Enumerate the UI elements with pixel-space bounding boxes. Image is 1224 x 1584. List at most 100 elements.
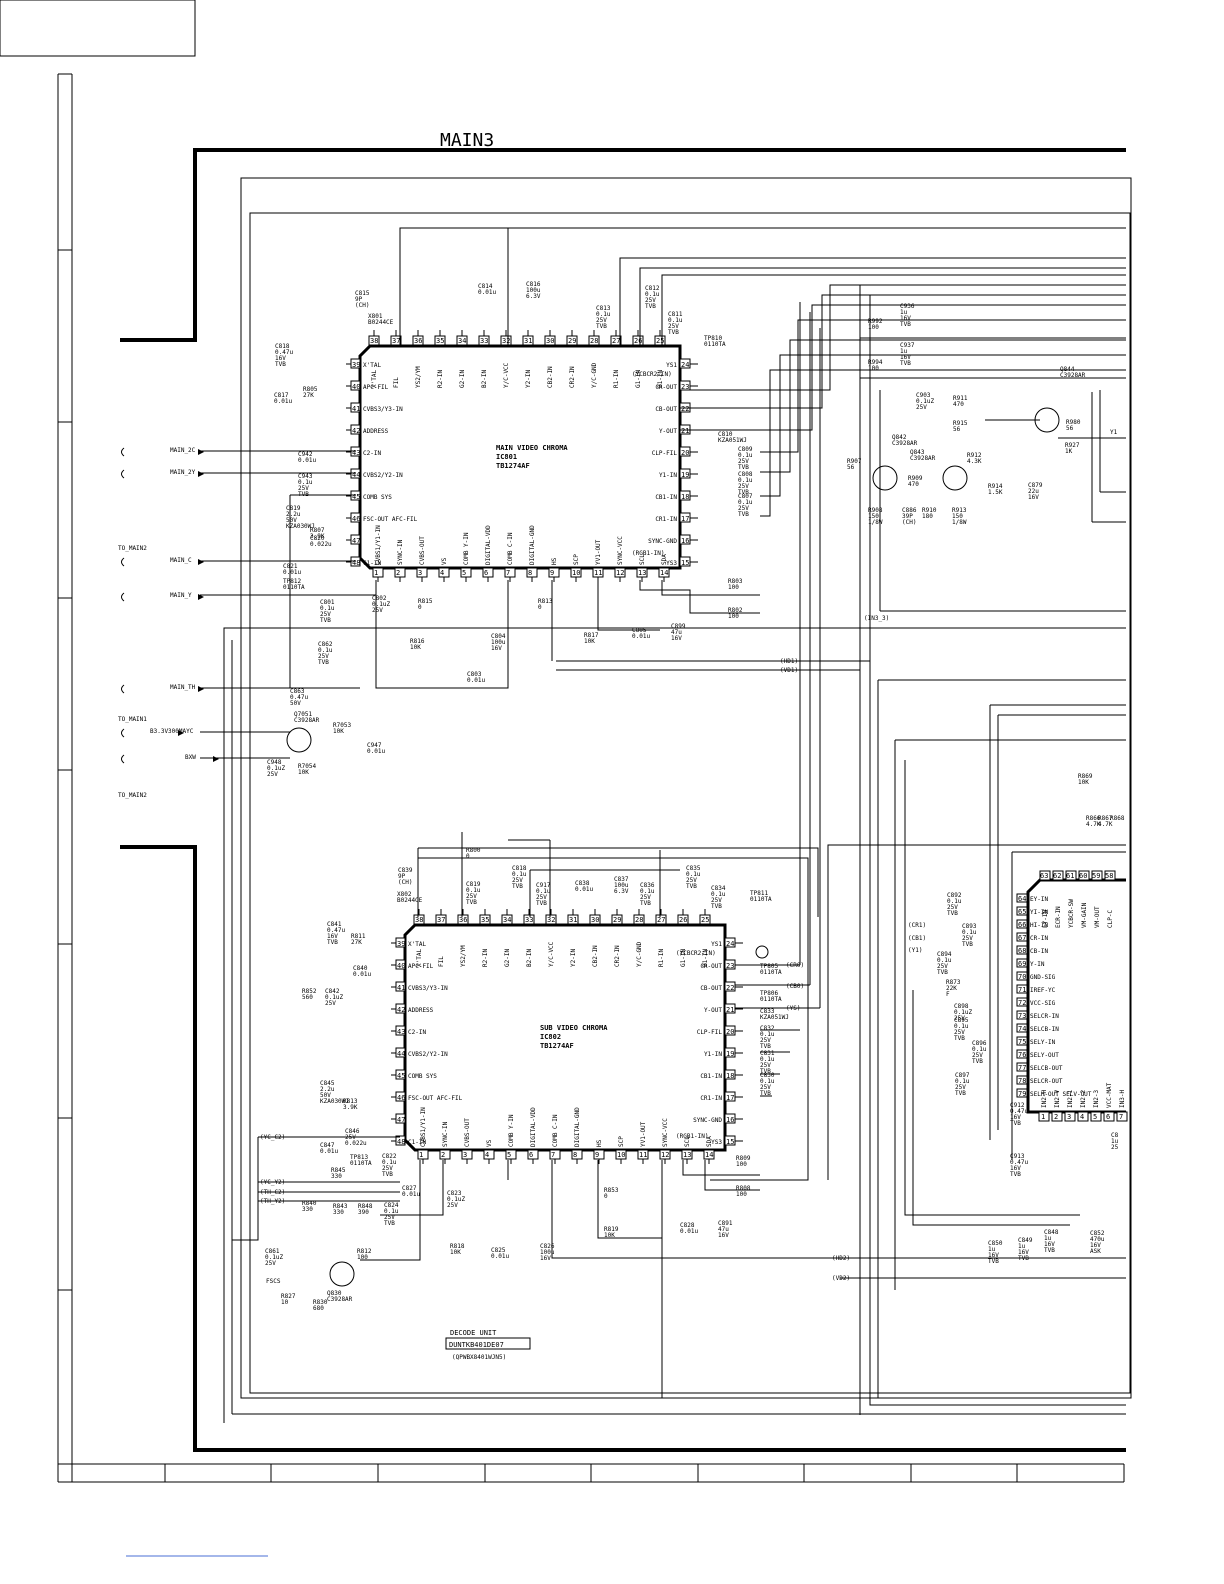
component-value: TVB <box>536 900 547 907</box>
sub-pin-label: YV1-OUT <box>640 1121 647 1147</box>
right-ic-pin-number: 1 <box>1041 1113 1045 1121</box>
right-ic-pin-number: 70 <box>1018 973 1026 981</box>
component-value: 56 <box>953 426 961 433</box>
sub-pin-number: 27 <box>657 916 665 924</box>
component-value: TVB <box>955 1090 966 1097</box>
component-value: 10K <box>333 728 344 735</box>
right-ic-pin-label: SELCB-OUT <box>1030 1065 1063 1072</box>
component-ref: C816 <box>526 281 541 288</box>
right-ic-pin-number: 7 <box>1119 1113 1123 1121</box>
main-pin-label: CB1-IN <box>655 494 677 501</box>
component-value: 6.3V <box>526 293 541 300</box>
signal-label: (CR0) <box>786 962 804 969</box>
component-ref: R802 <box>728 607 743 614</box>
component-ref: R914 <box>988 483 1003 490</box>
connector-label: MAIN_2Y <box>170 469 196 476</box>
component-value: 150 <box>952 513 963 520</box>
sub-pin-label: SYNC-IN <box>442 1121 449 1147</box>
sub-pin-number: 6 <box>529 1151 533 1159</box>
sheet-title: MAIN3 <box>440 130 494 151</box>
sub-pin-number: 48 <box>397 1138 405 1146</box>
component-value: 10 <box>281 1299 289 1306</box>
sub-pin-number: 9 <box>595 1151 599 1159</box>
component-ref: C899 <box>671 623 686 630</box>
component-ref: C819 <box>286 505 301 512</box>
component-ref: R909 <box>908 475 923 482</box>
signal-label: (HD2) <box>832 1255 850 1262</box>
component-value: 25V <box>962 935 973 942</box>
sub-pin-number: 22 <box>726 984 734 992</box>
sub-pin-number: 24 <box>726 940 734 948</box>
right-ic-pin-number: 60 <box>1079 872 1087 880</box>
component-ref: C817 <box>274 392 289 399</box>
component-value: 16V <box>988 1252 999 1259</box>
component-ref: TP806 <box>760 990 778 997</box>
signal-label: (CB0) <box>786 983 804 990</box>
right-ic-pin-number: 78 <box>1018 1077 1026 1085</box>
component-value: 16V <box>718 1232 729 1239</box>
component-value: TVB <box>320 617 331 624</box>
sub-pin-label: B2-IN <box>526 949 533 967</box>
component-ref: C948 <box>267 759 282 766</box>
sub-pin-number: 39 <box>397 940 405 948</box>
component-value: C3928AR <box>327 1296 353 1303</box>
right-ic-pin-label: YCBCR-SW <box>1068 899 1075 928</box>
sub-pin-number: 14 <box>705 1151 713 1159</box>
main-ic-name: MAIN VIDEO CHROMA <box>496 444 568 452</box>
main-pin-label: Y/C-VCC <box>503 362 510 388</box>
main-pin-label: SCP <box>573 554 580 565</box>
component-value: 25V <box>466 893 477 900</box>
component-value: 16V <box>1090 1242 1101 1249</box>
component-value: 0.1u <box>955 1078 970 1085</box>
component-value: 0.1u <box>686 871 701 878</box>
component-value: 0.1u <box>738 499 753 506</box>
component-value: 25V <box>320 611 331 618</box>
component-value: 10K <box>450 1249 461 1256</box>
main-pin-number: 12 <box>616 569 624 577</box>
main-pin-label: R2-IN <box>437 370 444 388</box>
component-ref: C913 <box>1010 1153 1025 1160</box>
component-ref: R868 <box>1110 815 1125 822</box>
main-pin-number: 33 <box>480 337 488 345</box>
sub-pin-label: CR2-IN <box>614 945 621 967</box>
main-pin-label: ADDRESS <box>363 428 389 435</box>
sub-ic-ref: IC802 <box>540 1033 561 1041</box>
main-pin-number: 25 <box>656 337 664 345</box>
right-ic-pin-label: SELY-IN <box>1030 1039 1056 1046</box>
component-value: 1u <box>988 1246 996 1253</box>
main-pin-label: G1-IN <box>635 370 642 388</box>
component-value: 100 <box>736 1191 747 1198</box>
component-value: 1/8W <box>952 519 967 526</box>
component-ref: R808 <box>736 1185 751 1192</box>
component-value: 470 <box>908 481 919 488</box>
main-pin-label: SYNC-IN <box>397 539 404 565</box>
sub-pin-label: Y/C-GND <box>636 941 643 967</box>
component-ref: C895 <box>954 1017 969 1024</box>
component-ref: R866 <box>1086 815 1101 822</box>
component-value: 0.1u <box>760 1056 775 1063</box>
component-ref: R913 <box>952 507 967 514</box>
component-ref: R910 <box>922 507 937 514</box>
sub-ic-ys3-note: (RGB1-IN) <box>676 1133 709 1140</box>
component-ref: R869 <box>1078 773 1093 780</box>
signal-labels: (HD1)(VD1)(HD2)(VD2)(CR0)(CB0)(YS)(CR1)(… <box>260 615 926 1285</box>
main-pin-number: 17 <box>681 515 689 523</box>
component-ref: C886 <box>902 507 917 514</box>
component-value: TVB <box>937 969 948 976</box>
right-ic-pin-label: SELCR-IN <box>1030 1013 1059 1020</box>
component-ref: C846 <box>345 1128 360 1135</box>
component-value: 16V <box>900 315 911 322</box>
component-value: TVB <box>972 1058 983 1065</box>
component-ref: Y1 <box>1110 429 1118 436</box>
sub-pin-number: 38 <box>415 916 423 924</box>
main-pin-number: 29 <box>568 337 576 345</box>
sub-pin-number: 40 <box>397 962 405 970</box>
component-value: C3928AR <box>1060 372 1086 379</box>
component-value: 0.1uZ <box>265 1254 283 1261</box>
connector-label: MAIN_TH <box>170 684 196 691</box>
component-value: 0.01u <box>320 1148 338 1155</box>
main-pin-label: Y-OUT <box>659 428 677 435</box>
